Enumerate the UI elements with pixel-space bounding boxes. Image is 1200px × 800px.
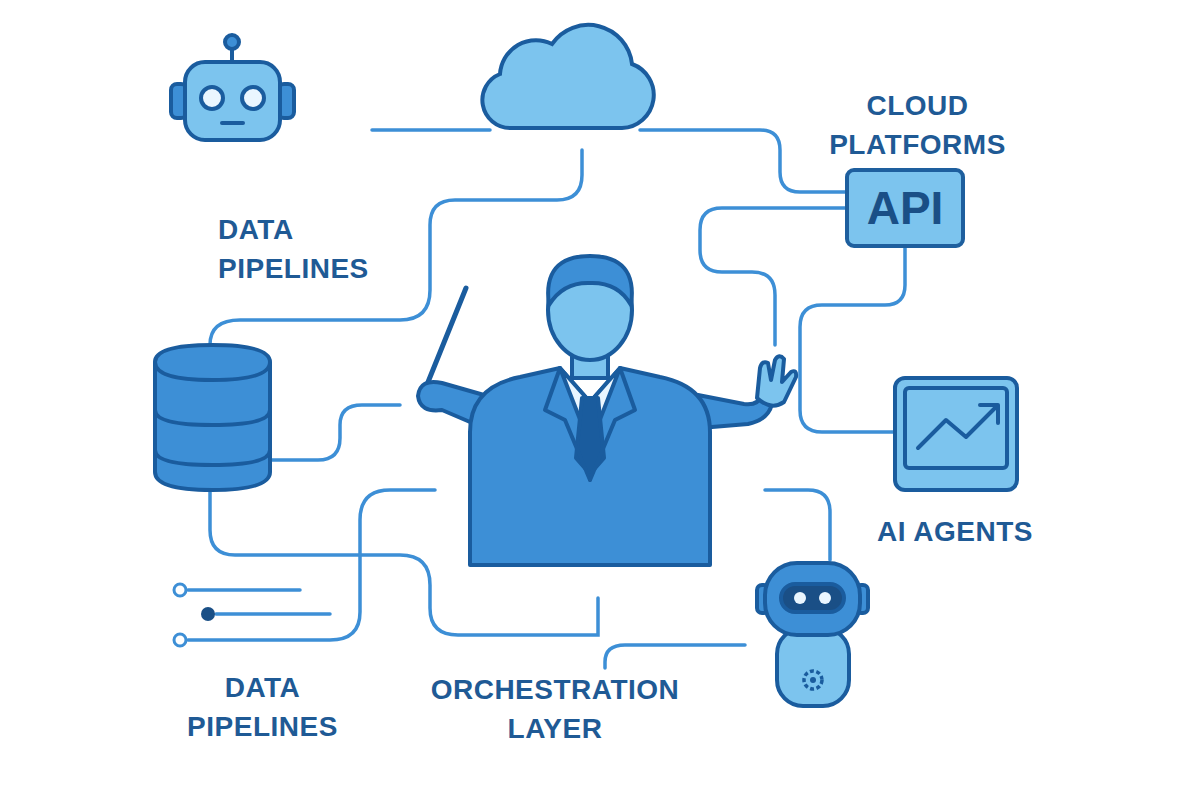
robot-eye [819, 592, 831, 604]
cloud-icon [482, 25, 653, 128]
pipeline-dot [174, 584, 186, 596]
pipeline-dot [174, 634, 186, 646]
chart-arrowhead [980, 405, 998, 423]
chart-trend [918, 407, 996, 448]
wire [210, 150, 582, 345]
robot-eye [201, 87, 223, 109]
baton [424, 288, 466, 392]
wire [765, 490, 830, 560]
hair [548, 256, 632, 305]
api-text: API [867, 184, 944, 232]
category-label: AI AGENTS [855, 512, 1055, 551]
lapel [590, 368, 635, 480]
lapel [545, 368, 590, 480]
category-label: CLOUD PLATFORMS [815, 86, 1020, 164]
wire [372, 128, 490, 132]
wires [188, 130, 905, 668]
robot-icon [171, 35, 294, 140]
wire [640, 130, 845, 192]
robot-eye [794, 592, 806, 604]
wire [700, 208, 845, 345]
wire [188, 588, 300, 592]
category-label: ORCHESTRATION LAYER [400, 670, 710, 748]
api-box: API [845, 168, 965, 248]
database-body [155, 345, 270, 490]
chart-screen [905, 388, 1007, 468]
wire [605, 645, 745, 668]
tie [576, 398, 604, 474]
suit [470, 368, 710, 565]
chart-icon [895, 378, 1017, 490]
right-hand [757, 356, 796, 405]
robot-eye [242, 87, 264, 109]
wire [216, 612, 330, 616]
database-icon [155, 345, 270, 490]
database-band [155, 410, 270, 425]
wire [270, 405, 400, 460]
robot-visor [781, 584, 844, 612]
chart-frame [895, 378, 1017, 490]
robot-head [765, 563, 860, 635]
category-label: DATA PIPELINES [218, 210, 378, 288]
pipeline-dot [201, 607, 215, 621]
database-band [155, 450, 270, 465]
database-band [155, 362, 270, 380]
wire [800, 248, 905, 432]
robot-gear-hub [810, 677, 816, 683]
agent-robot-icon [757, 563, 868, 706]
robot-body [777, 628, 849, 706]
pipeline-dots [174, 584, 215, 646]
robot-gear [804, 671, 822, 689]
category-label: DATA PIPELINES [160, 668, 365, 746]
antenna-tip [225, 35, 239, 49]
robot-head [185, 62, 280, 140]
wire [188, 490, 435, 640]
conductor-figure [418, 256, 796, 565]
robot-mouth [222, 121, 243, 125]
